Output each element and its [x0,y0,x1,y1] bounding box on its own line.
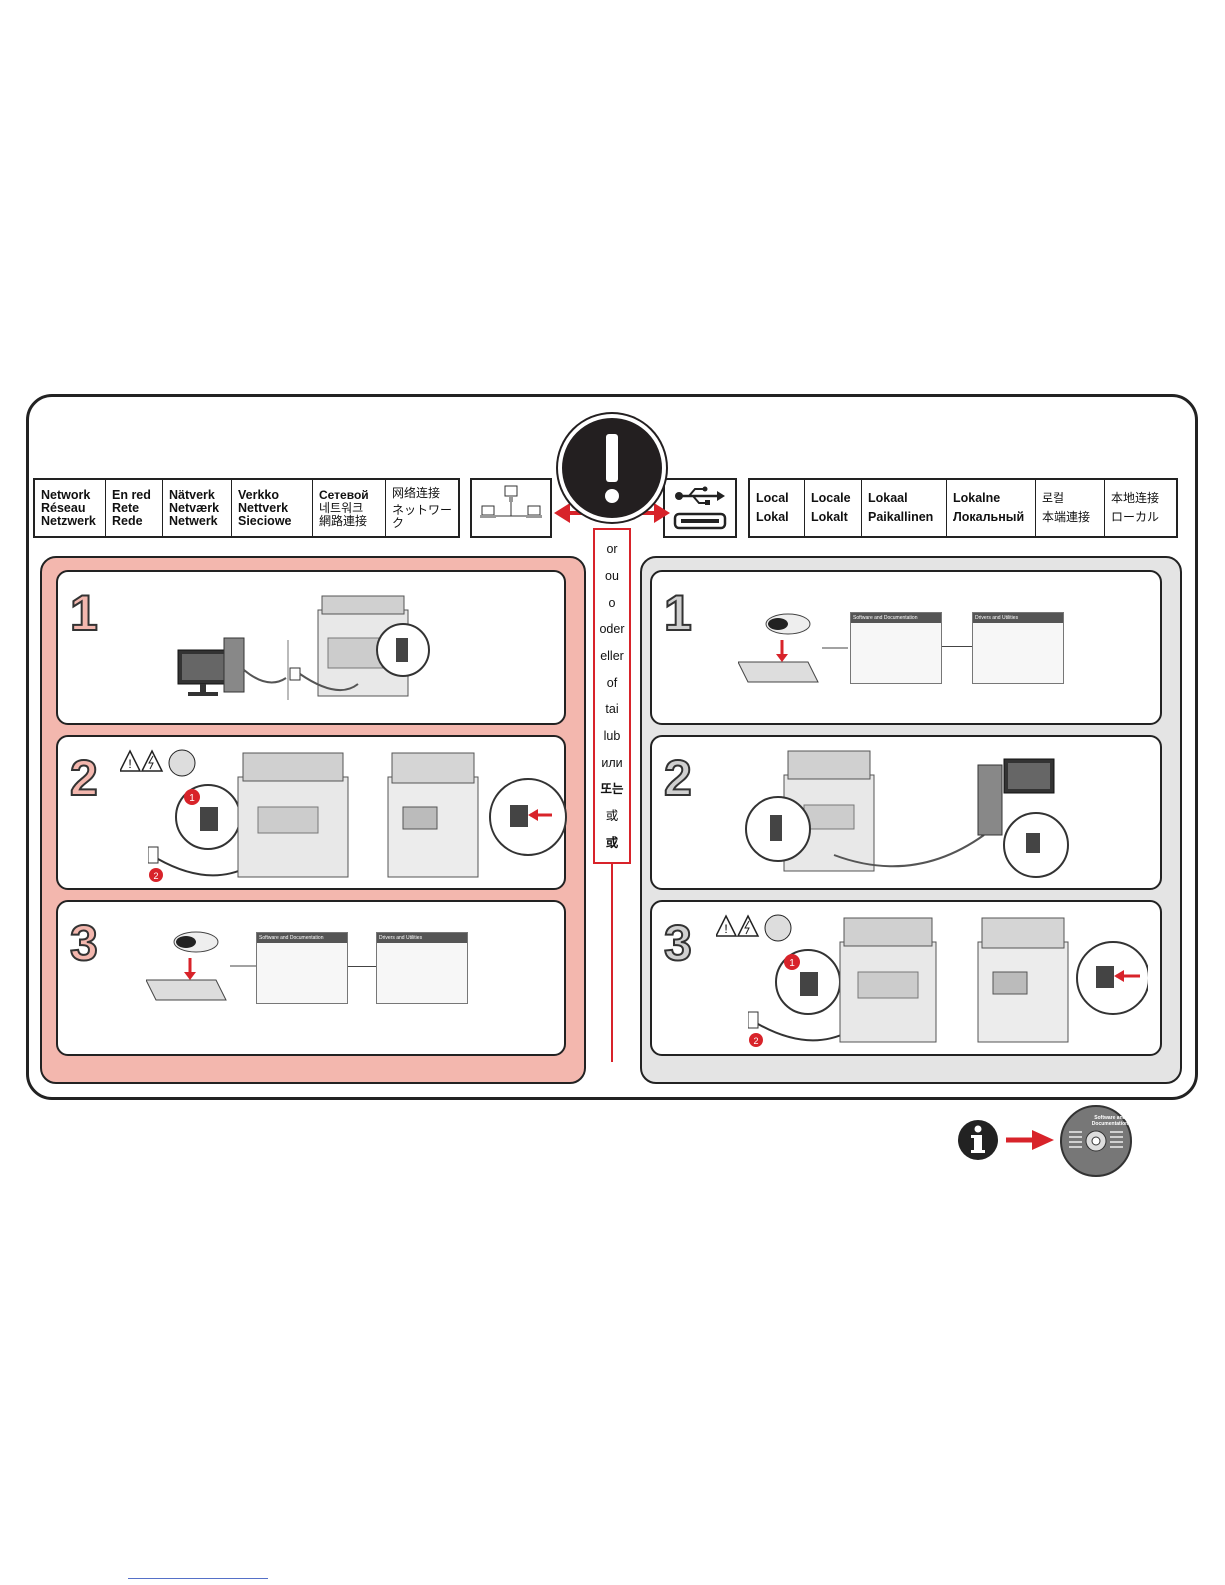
usb-connection-illustration [745,750,1069,878]
network-label-col: 网络连接 ネットワーク [392,485,453,530]
local-label-box: Local Lokal Locale Lokalt Lokaal Paikall… [748,478,1178,538]
cd-icon [1060,1105,1132,1177]
svg-text:2: 2 [153,871,158,881]
local-step-1: 1 Software and Documentation Drivers and… [650,570,1162,725]
svg-text:!: ! [128,757,131,771]
usb-icon-box [663,478,737,538]
local-label-col: Local Lokal [750,480,805,536]
cd-insert-illustration [738,613,848,683]
cd-label: Software and Documentation [1091,1115,1129,1127]
network-label-box: Network Réseau Netzwerk En red Rete Rede… [33,478,460,538]
network-computers-icon [480,485,542,518]
connector-line [348,966,378,967]
network-label-col: Verkko Nettverk Sieciowe [232,480,313,536]
warning-triangles-icon: ! [716,914,792,942]
network-step-2: 2 ! 1 2 [56,735,567,890]
network-step-3: 3 Software and Documentation Drivers and… [56,900,566,1056]
network-label-col: Nätverk Netværk Netwerk [163,480,232,536]
or-translations: or ou o oder eller of tai lub или 또는 或 或 [593,528,631,864]
footer-line [128,1578,268,1579]
network-step-1: 1 [56,570,566,725]
local-label-col: Lokalne Локальный [947,480,1036,536]
cd-insert-illustration [146,931,256,1001]
local-step-2: 2 [650,735,1162,890]
svg-text:2: 2 [753,1036,758,1046]
info-to-cd-illustration [958,1105,1132,1177]
software-screen: Software and Documentation [256,932,348,1004]
network-label-col: En red Rete Rede [106,480,163,536]
local-step-3: 3 ! 1 2 [650,900,1162,1056]
network-label-col: Сетевой 네트워크 網路連接 [313,480,386,536]
local-label-col: 本地连接 ローカル [1111,491,1160,524]
info-icon [958,1120,998,1160]
connector-line [942,646,972,647]
network-connection-illustration [177,595,430,700]
software-screen: Software and Documentation [850,612,942,684]
svg-text:1: 1 [789,958,795,969]
svg-text:1: 1 [189,793,195,804]
network-icon-box [470,478,552,538]
local-label-col: 로컬 本端連接 [1036,480,1105,536]
drivers-screen: Drivers and Utilities [972,612,1064,684]
exclamation-icon [558,414,666,522]
drivers-screen: Drivers and Utilities [376,932,468,1004]
network-label-col: Network Réseau Netzwerk [35,480,106,536]
power-connection-illustration: 1 2 [148,752,567,882]
power-connection-illustration: 1 2 [748,917,1148,1047]
divider-line [611,864,613,1062]
usb-icon [673,486,727,530]
local-label-col: Lokaal Paikallinen [862,480,947,536]
warning-triangles-icon: ! [120,749,196,777]
svg-text:!: ! [724,922,727,936]
local-label-col: Locale Lokalt [805,480,862,536]
